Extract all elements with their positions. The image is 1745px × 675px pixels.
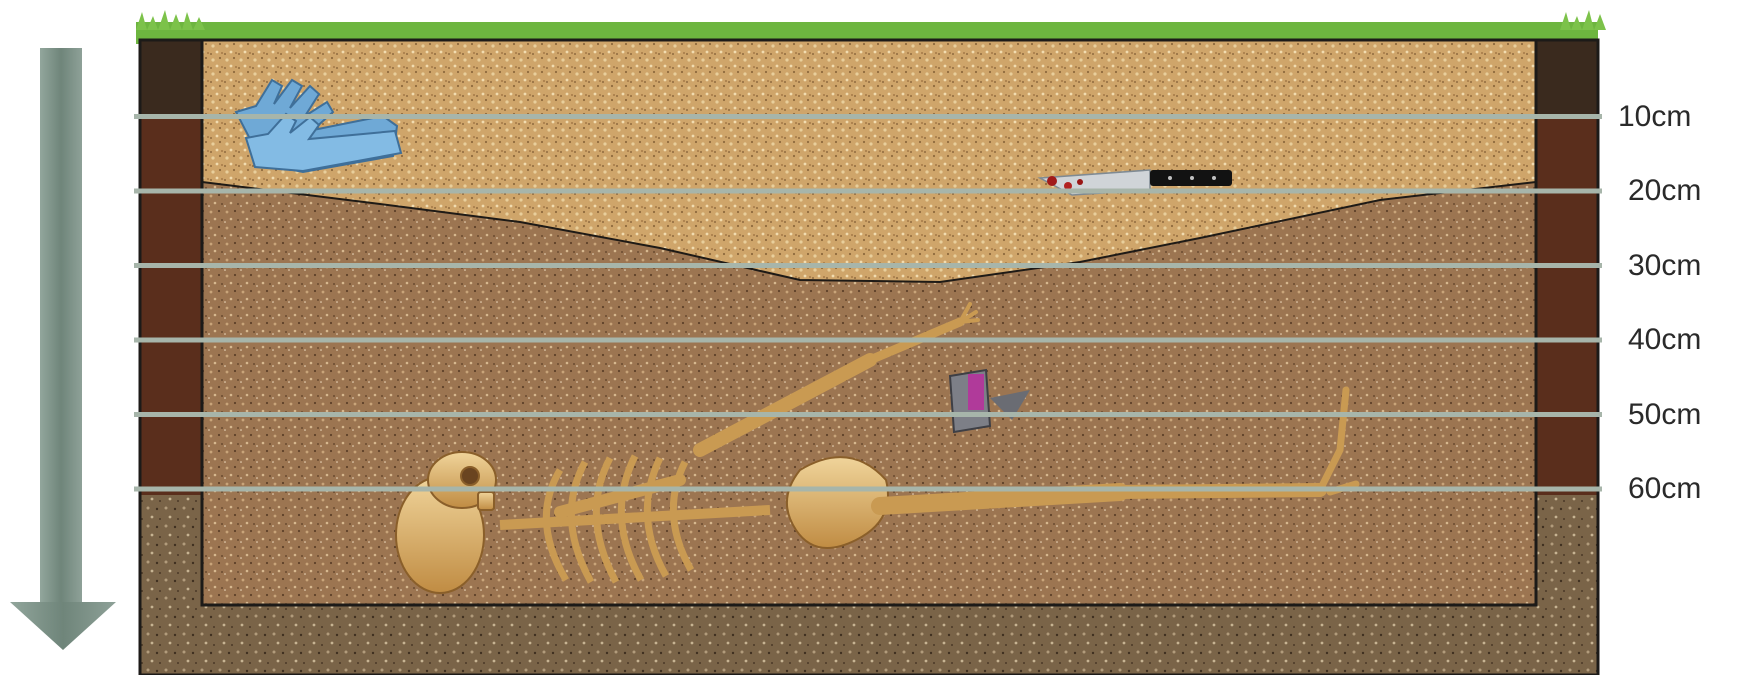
depth-label-10cm: 10cm: [1618, 100, 1691, 134]
topsoil-wall-right: [1536, 40, 1598, 115]
topsoil-wall-left: [140, 40, 202, 115]
depth-arrow-icon: [10, 48, 116, 650]
wall-right: [1536, 115, 1598, 495]
depth-label-40cm: 40cm: [1628, 323, 1701, 357]
depth-label-60cm: 60cm: [1628, 472, 1701, 506]
depth-label-30cm: 30cm: [1628, 249, 1701, 283]
depth-label-50cm: 50cm: [1628, 398, 1701, 432]
depth-label-20cm: 20cm: [1628, 174, 1701, 208]
wall-left: [140, 115, 202, 495]
